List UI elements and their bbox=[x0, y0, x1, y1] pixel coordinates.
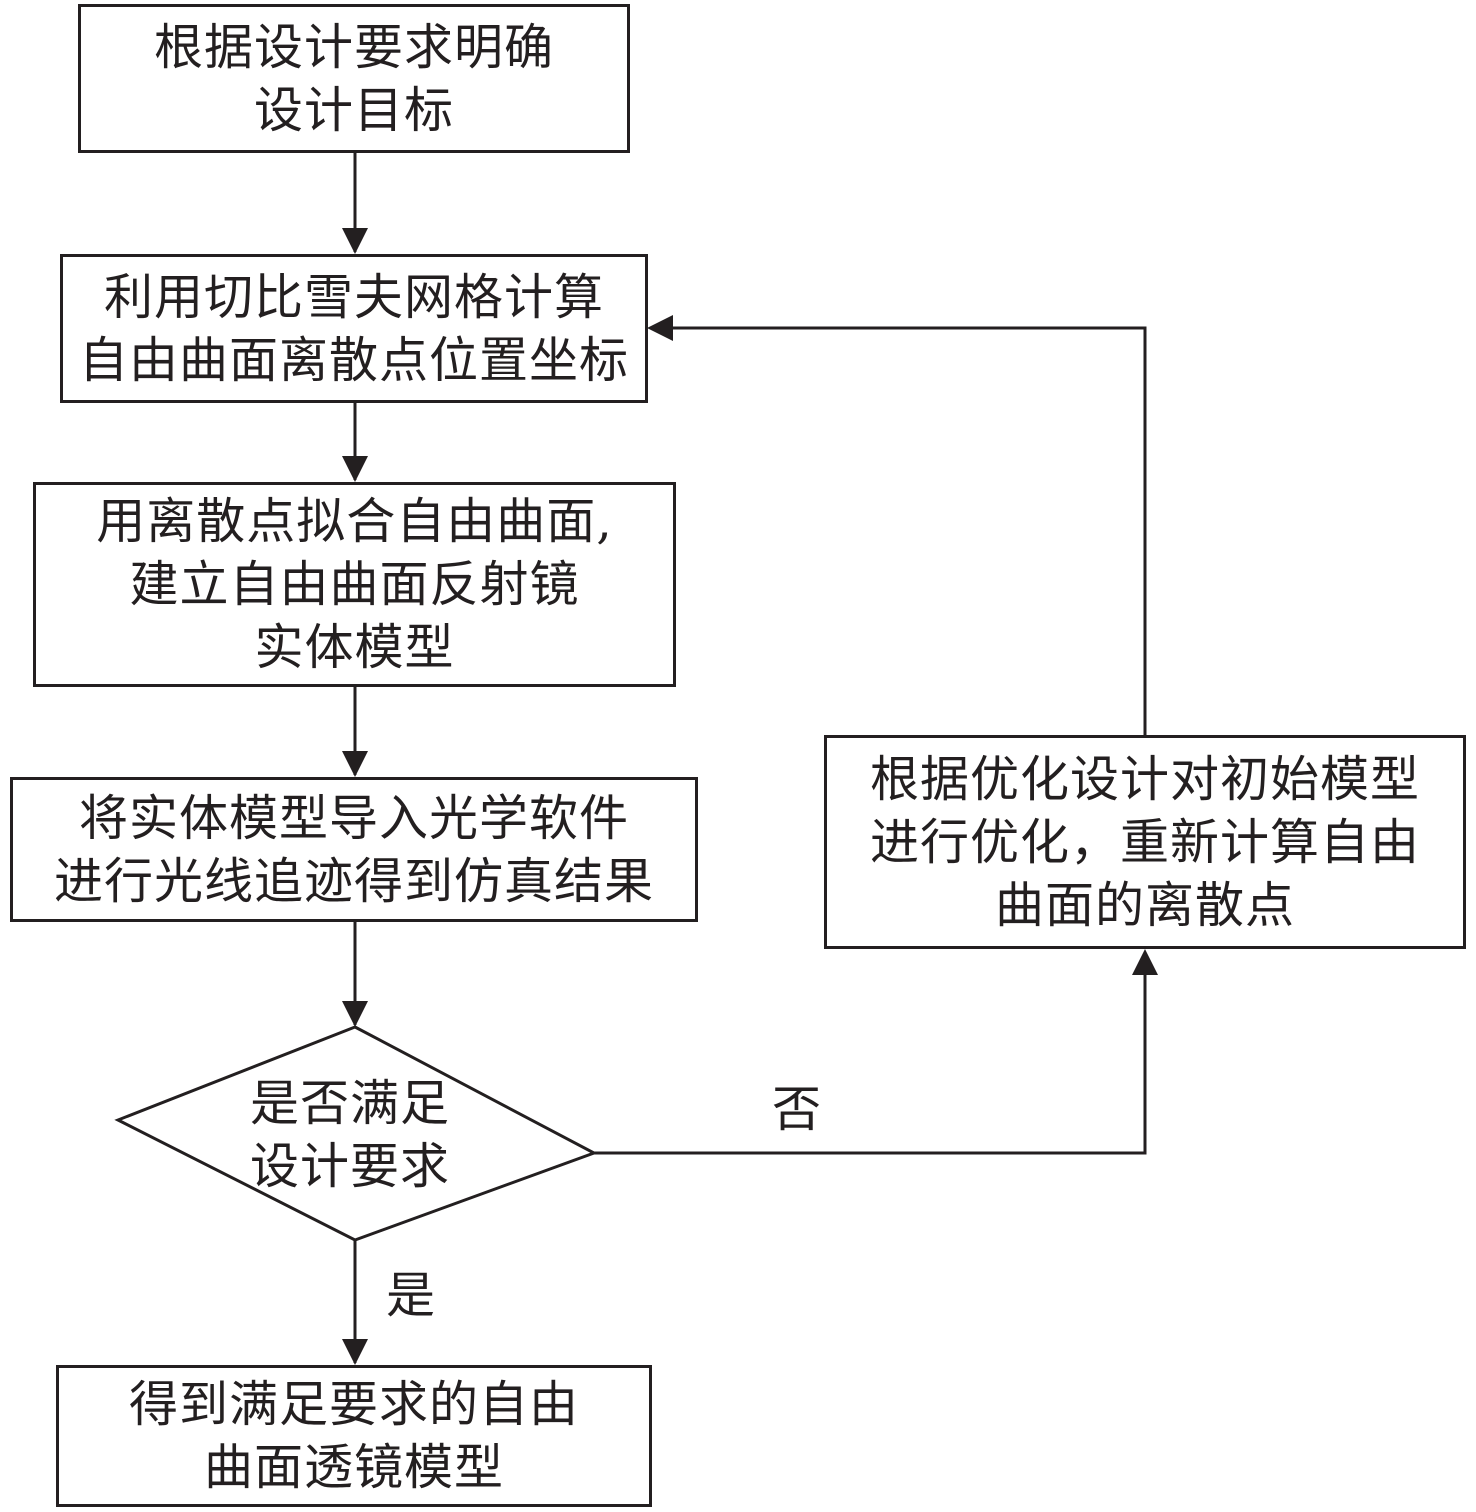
arrowhead-trace bbox=[342, 751, 368, 777]
arrow-decision-to-optimize bbox=[594, 975, 1147, 1155]
step-define-goal-line-1: 根据设计要求明确 bbox=[153, 18, 554, 76]
step-build-model-line-2: 建立自由曲面反射镜 bbox=[129, 556, 580, 613]
step-define-goal: 根据设计要求明确 设计目标 bbox=[78, 4, 630, 153]
step-ray-trace-line-2: 进行光线追迹得到仿真结果 bbox=[53, 852, 654, 910]
step-build-model-line-3: 实体模型 bbox=[254, 619, 455, 676]
step-ray-trace: 将实体模型导入光学软件 进行光线追迹得到仿真结果 bbox=[10, 777, 698, 922]
step-ray-trace-line-1: 将实体模型导入光学软件 bbox=[78, 789, 629, 847]
step-build-model-line-1: 用离散点拟合自由曲面, bbox=[96, 493, 613, 550]
step-compute-points-line-2: 自由曲面离散点位置坐标 bbox=[78, 331, 629, 389]
step-final-line-1: 得到满足要求的自由 bbox=[128, 1376, 579, 1433]
step-build-model: 用离散点拟合自由曲面, 建立自由曲面反射镜 实体模型 bbox=[33, 482, 676, 687]
step-compute-points: 利用切比雪夫网格计算 自由曲面离散点位置坐标 bbox=[60, 254, 648, 403]
arrowhead-build bbox=[342, 456, 368, 482]
step-optimize: 根据优化设计对初始模型 进行优化，重新计算自由 曲面的离散点 bbox=[824, 735, 1466, 949]
arrowhead-compute bbox=[342, 228, 368, 254]
arrowhead-final bbox=[342, 1339, 368, 1365]
edge-label-yes: 是 bbox=[386, 1267, 436, 1324]
step-define-goal-line-2: 设计目标 bbox=[253, 81, 454, 139]
step-final-line-2: 曲面透镜模型 bbox=[203, 1439, 504, 1496]
arrowhead-optimize bbox=[1132, 949, 1158, 975]
arrowhead-loop-back bbox=[647, 315, 673, 341]
step-compute-points-line-1: 利用切比雪夫网格计算 bbox=[103, 268, 604, 326]
decision-diamond bbox=[114, 1025, 598, 1242]
arrowhead-decision bbox=[342, 1001, 368, 1027]
decision-label: 是否满足 设计要求 bbox=[200, 1070, 500, 1200]
decision-label-line-2: 设计要求 bbox=[249, 1138, 450, 1195]
edge-label-no: 否 bbox=[772, 1081, 822, 1138]
step-optimize-line-3: 曲面的离散点 bbox=[994, 876, 1295, 934]
decision-label-line-1: 是否满足 bbox=[249, 1075, 450, 1132]
arrow-optimize-to-compute bbox=[673, 326, 1147, 735]
step-optimize-line-2: 进行优化，重新计算自由 bbox=[869, 813, 1420, 871]
step-final: 得到满足要求的自由 曲面透镜模型 bbox=[56, 1365, 652, 1507]
step-optimize-line-1: 根据优化设计对初始模型 bbox=[869, 750, 1420, 808]
